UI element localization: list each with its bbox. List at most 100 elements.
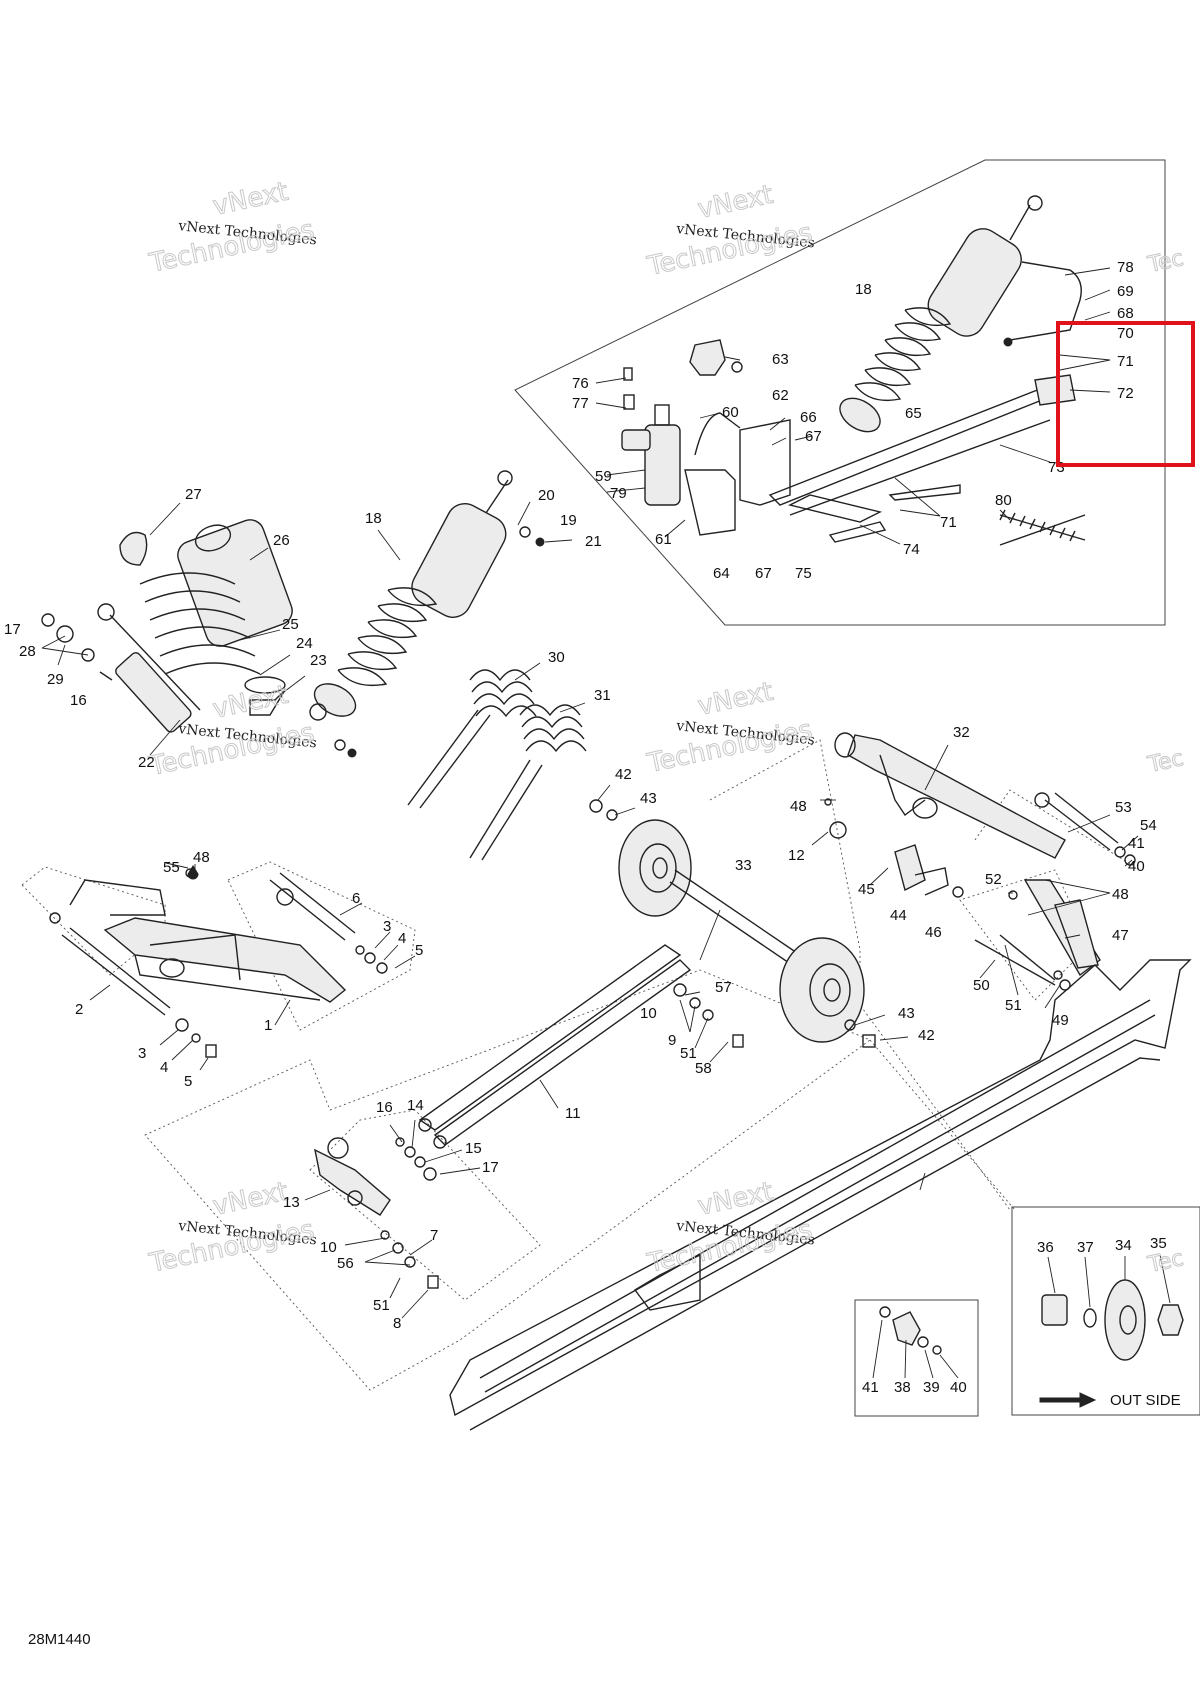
callout-1[interactable]: 1	[264, 1017, 272, 1034]
callout-71b[interactable]: 71	[940, 514, 957, 531]
callout-67[interactable]: 67	[805, 428, 822, 445]
callout-48[interactable]: 48	[790, 798, 807, 815]
callout-66[interactable]: 66	[800, 409, 817, 426]
callout-19[interactable]: 19	[560, 512, 577, 529]
callout-51b[interactable]: 51	[680, 1045, 697, 1062]
callout-40b[interactable]: 40	[950, 1379, 967, 1396]
callout-25[interactable]: 25	[282, 616, 299, 633]
callout-22[interactable]: 22	[138, 754, 155, 771]
callout-10[interactable]: 10	[640, 1005, 657, 1022]
callout-32[interactable]: 32	[953, 724, 970, 741]
callout-6[interactable]: 6	[352, 890, 360, 907]
callout-5b[interactable]: 5	[184, 1073, 192, 1090]
callout-54[interactable]: 54	[1140, 817, 1157, 834]
callout-30[interactable]: 30	[548, 649, 565, 666]
callout-74[interactable]: 74	[903, 541, 920, 558]
callout-58[interactable]: 58	[695, 1060, 712, 1077]
callout-4[interactable]: 4	[398, 930, 406, 947]
callout-69[interactable]: 69	[1117, 283, 1134, 300]
callout-76[interactable]: 76	[572, 375, 589, 392]
callout-41[interactable]: 41	[1128, 835, 1145, 852]
callout-2[interactable]: 2	[75, 1001, 83, 1018]
callout-67b[interactable]: 67	[755, 565, 772, 582]
callout-42[interactable]: 42	[615, 766, 632, 783]
callout-53[interactable]: 53	[1115, 799, 1132, 816]
callout-61[interactable]: 61	[655, 531, 672, 548]
callout-3[interactable]: 3	[383, 918, 391, 935]
callout-36[interactable]: 36	[1037, 1239, 1054, 1256]
callout-3b[interactable]: 3	[138, 1045, 146, 1062]
callout-17b[interactable]: 17	[482, 1159, 499, 1176]
callout-24[interactable]: 24	[296, 635, 313, 652]
callout-26[interactable]: 26	[273, 532, 290, 549]
callout-75[interactable]: 75	[795, 565, 812, 582]
callout-13[interactable]: 13	[283, 1194, 300, 1211]
callout-71[interactable]: 71	[1117, 353, 1134, 370]
callout-8[interactable]: 8	[393, 1315, 401, 1332]
callout-50[interactable]: 50	[973, 977, 990, 994]
callout-43[interactable]: 43	[640, 790, 657, 807]
callout-55[interactable]: 55	[163, 859, 180, 876]
frame-bracket-rail	[768, 374, 1086, 546]
callout-7[interactable]: 7	[430, 1227, 438, 1244]
callout-10b[interactable]: 10	[320, 1239, 337, 1256]
callout-16b[interactable]: 16	[376, 1099, 393, 1116]
callout-51[interactable]: 51	[1005, 997, 1022, 1014]
callout-18b[interactable]: 18	[365, 510, 382, 527]
callout-56[interactable]: 56	[337, 1255, 354, 1272]
callout-72[interactable]: 72	[1117, 385, 1134, 402]
callout-44[interactable]: 44	[890, 907, 907, 924]
watermark-group: vNext vNext Technologies Technologies vN…	[146, 176, 1187, 1279]
callout-4b[interactable]: 4	[160, 1059, 168, 1076]
callout-77[interactable]: 77	[572, 395, 589, 412]
callout-49[interactable]: 49	[1052, 1012, 1069, 1029]
callout-9[interactable]: 9	[668, 1032, 676, 1049]
callout-37[interactable]: 37	[1077, 1239, 1094, 1256]
callout-59[interactable]: 59	[595, 468, 612, 485]
callout-70[interactable]: 70	[1117, 325, 1134, 342]
callout-33[interactable]: 33	[735, 857, 752, 874]
callout-28[interactable]: 28	[19, 643, 36, 660]
callout-79[interactable]: 79	[610, 485, 627, 502]
callout-27[interactable]: 27	[185, 486, 202, 503]
callout-41b[interactable]: 41	[862, 1379, 879, 1396]
callout-23[interactable]: 23	[310, 652, 327, 669]
callout-20[interactable]: 20	[538, 487, 555, 504]
callout-38[interactable]: 38	[894, 1379, 911, 1396]
callout-29[interactable]: 29	[47, 671, 64, 688]
callout-63[interactable]: 63	[772, 351, 789, 368]
callout-40[interactable]: 40	[1128, 858, 1145, 875]
callout-64[interactable]: 64	[713, 565, 730, 582]
callout-62[interactable]: 62	[772, 387, 789, 404]
callout-15[interactable]: 15	[465, 1140, 482, 1157]
callout-60[interactable]: 60	[722, 404, 739, 421]
callout-80[interactable]: 80	[995, 492, 1012, 509]
callout-12[interactable]: 12	[788, 847, 805, 864]
callout-45[interactable]: 45	[858, 881, 875, 898]
callout-16[interactable]: 16	[70, 692, 87, 709]
callout-52[interactable]: 52	[985, 871, 1002, 888]
callout-78[interactable]: 78	[1117, 259, 1134, 276]
callout-68[interactable]: 68	[1117, 305, 1134, 322]
callout-21[interactable]: 21	[585, 533, 602, 550]
callout-65[interactable]: 65	[905, 405, 922, 422]
callout-51c[interactable]: 51	[373, 1297, 390, 1314]
callout-17[interactable]: 17	[4, 621, 21, 638]
callout-47[interactable]: 47	[1112, 927, 1129, 944]
callout-46[interactable]: 46	[925, 924, 942, 941]
shock-absorber-upper	[839, 195, 1082, 433]
callout-5[interactable]: 5	[415, 942, 423, 959]
callout-48b[interactable]: 48	[1112, 886, 1129, 903]
callout-43b[interactable]: 43	[898, 1005, 915, 1022]
callout-34[interactable]: 34	[1115, 1237, 1132, 1254]
callout-31[interactable]: 31	[594, 687, 611, 704]
callout-11[interactable]: 11	[565, 1105, 581, 1122]
callout-18[interactable]: 18	[855, 281, 872, 298]
callout-57[interactable]: 57	[715, 979, 732, 996]
callout-48c[interactable]: 48	[193, 849, 210, 866]
callout-35[interactable]: 35	[1150, 1235, 1167, 1252]
callout-14[interactable]: 14	[407, 1097, 424, 1114]
callout-42b[interactable]: 42	[918, 1027, 935, 1044]
leader-lines	[41, 267, 1171, 1379]
callout-39[interactable]: 39	[923, 1379, 940, 1396]
